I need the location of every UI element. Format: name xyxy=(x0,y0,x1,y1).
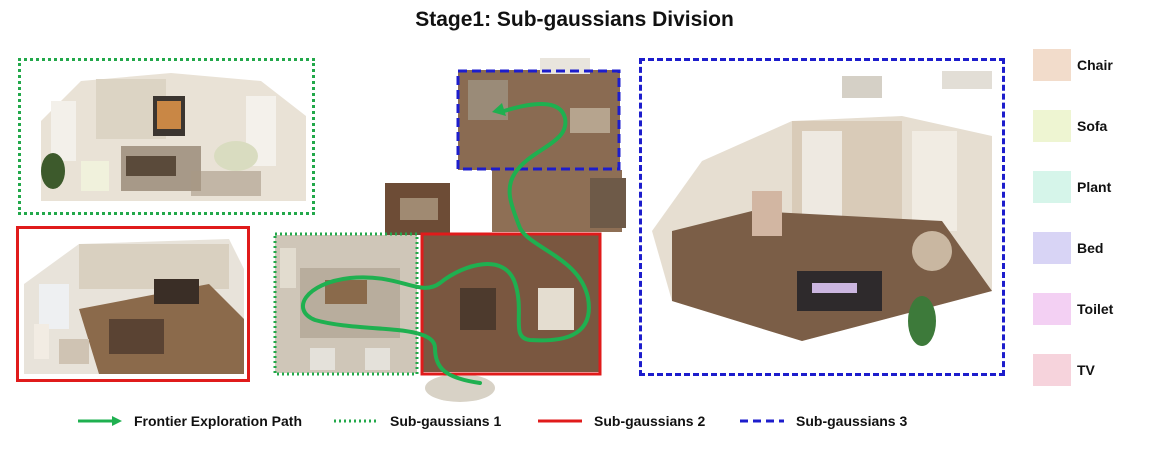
subgaussians-2-region-outline xyxy=(420,232,602,376)
legend-label: Sub-gaussians 3 xyxy=(796,413,908,429)
legend-label: Sofa xyxy=(1077,118,1108,134)
legend-label: Bed xyxy=(1077,240,1104,256)
chair-swatch xyxy=(1033,49,1071,81)
legend-item-sofa: Sofa xyxy=(1033,109,1133,143)
subgaussians-2-render-panel xyxy=(16,226,250,382)
legend-label: Toilet xyxy=(1077,301,1114,317)
legend-label: Chair xyxy=(1077,57,1113,73)
legend-item-subgaussians-3: Sub-gaussians 3 xyxy=(738,408,907,434)
subgaussians-3-render-panel xyxy=(639,58,1005,376)
top-down-floor-plan xyxy=(270,48,640,405)
legend-item-subgaussians-1: Sub-gaussians 1 xyxy=(332,408,501,434)
legend-label: Plant xyxy=(1077,179,1112,195)
legend-item-exploration-path: Frontier Exploration Path xyxy=(76,408,302,434)
living-room-render xyxy=(41,73,306,201)
sofa-swatch xyxy=(1033,110,1071,142)
figure-title: Stage1: Sub-gaussians Division xyxy=(415,8,734,31)
legend-label: Sub-gaussians 2 xyxy=(594,413,706,429)
legend-item-bed: Bed xyxy=(1033,231,1133,265)
bed-swatch xyxy=(1033,232,1071,264)
legend-label: Sub-gaussians 1 xyxy=(390,413,502,429)
legend-item-toilet: Toilet xyxy=(1033,292,1133,326)
green-dotted-line-icon xyxy=(334,419,378,423)
legend-item-chair: Chair xyxy=(1033,48,1133,82)
frontier-exploration-path xyxy=(301,102,591,385)
legend-label: TV xyxy=(1077,362,1095,378)
bedroom-render xyxy=(652,71,992,346)
legend-item-subgaussians-2: Sub-gaussians 2 xyxy=(536,408,705,434)
legend-label: Frontier Exploration Path xyxy=(134,413,303,429)
subgaussians-3-region-outline xyxy=(456,69,621,171)
plant-swatch xyxy=(1033,171,1071,203)
legend-item-plant: Plant xyxy=(1033,170,1133,204)
blue-dashed-line-icon xyxy=(740,419,784,423)
green-arrow-line-icon xyxy=(78,416,122,426)
kitchen-render xyxy=(24,239,244,374)
toilet-swatch xyxy=(1033,293,1071,325)
red-solid-line-icon xyxy=(538,419,582,423)
subgaussians-1-region-outline xyxy=(273,232,419,376)
legend-item-tv: TV xyxy=(1033,353,1133,387)
tv-swatch xyxy=(1033,354,1071,386)
floor-plan-render xyxy=(273,58,626,402)
subgaussians-1-render-panel xyxy=(18,58,315,215)
